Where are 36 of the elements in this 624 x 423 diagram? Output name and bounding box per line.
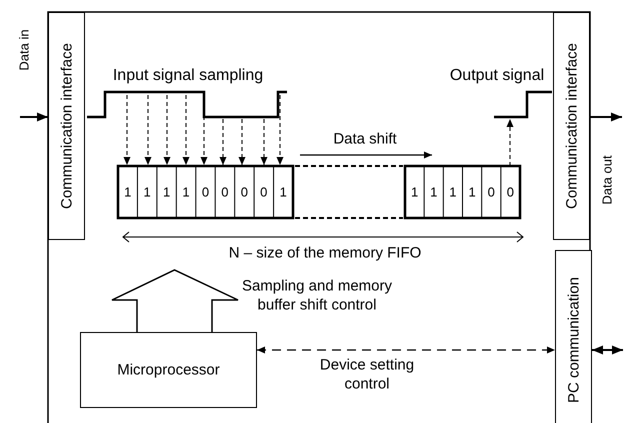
processor-label: Microprocessor <box>116 362 221 378</box>
bit-value: 1 <box>449 184 457 200</box>
direction-label: Data shift <box>333 130 397 148</box>
edge-label: Device setting control <box>318 356 416 394</box>
bit-value: 0 <box>221 184 229 200</box>
signal-label: Input signal sampling <box>112 67 264 85</box>
signal-label: Output signal <box>450 67 544 85</box>
block-arrow <box>111 269 239 333</box>
bit-value: 1 <box>280 184 287 200</box>
bit-value: 1 <box>162 184 170 200</box>
bit-value: 1 <box>468 184 476 200</box>
bit-value: 1 <box>410 184 418 200</box>
interface-label: Communication interface <box>563 43 580 209</box>
bit-value: 0 <box>202 184 210 200</box>
bit-value: 1 <box>144 184 151 200</box>
arrow <box>592 346 623 354</box>
bit-value: 0 <box>240 184 248 200</box>
bit-value: 0 <box>260 184 268 200</box>
interface-box <box>48 12 85 240</box>
interface-label: PC communication <box>565 277 582 403</box>
bit-value: 0 <box>488 184 495 200</box>
dimension-label: N – size of the memory FIFO <box>228 244 422 262</box>
edge-label: Data in <box>16 29 32 71</box>
bit-value: 0 <box>506 184 514 200</box>
arrow <box>257 346 555 354</box>
arrow <box>20 112 48 122</box>
bit-value: 1 <box>430 184 438 200</box>
interface-label: Communication interface <box>58 43 75 209</box>
interface-box <box>555 250 592 423</box>
bit-value: 1 <box>182 184 190 200</box>
edge-label: Data out <box>600 155 614 205</box>
edge-label: Sampling and memory buffer shift control <box>240 277 394 315</box>
processor-box <box>80 332 257 408</box>
arrow <box>590 112 622 122</box>
bit-value: 1 <box>124 184 132 200</box>
interface-box <box>553 12 590 240</box>
